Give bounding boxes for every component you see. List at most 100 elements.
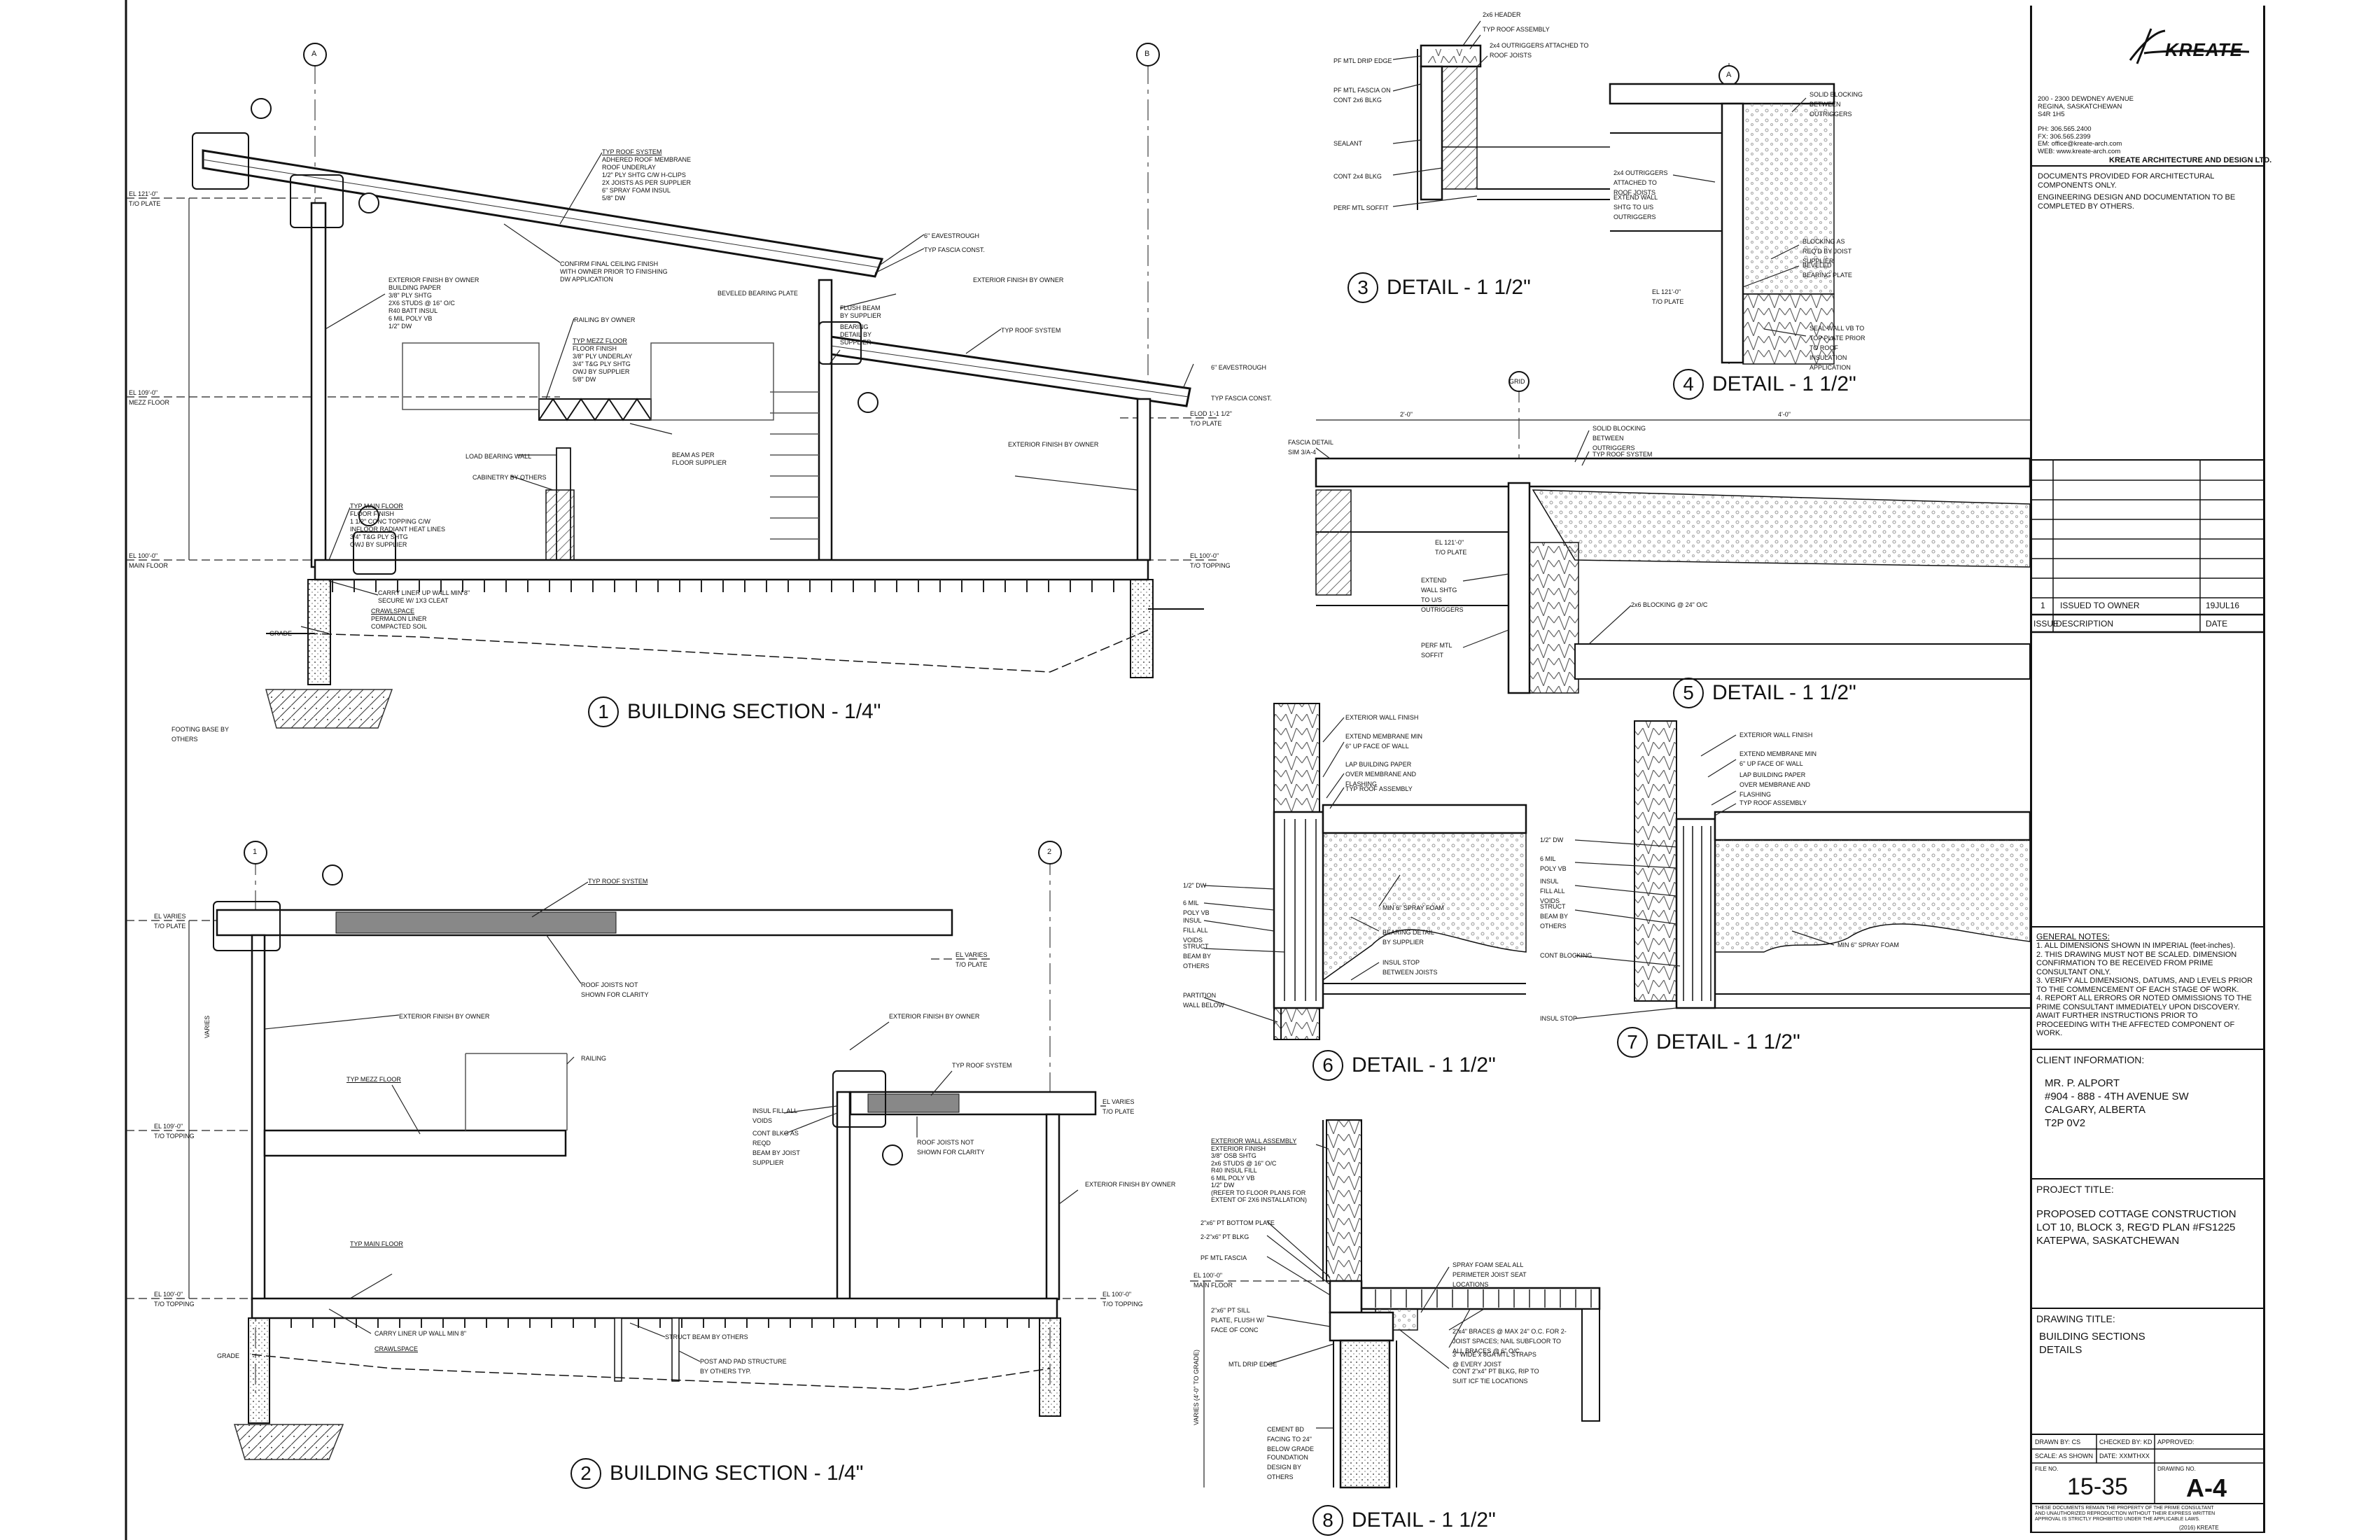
- s2-beam-joist-note: BEAM BY JOIST SUPPLIER: [752, 1149, 800, 1166]
- building-section-2: [126, 841, 1106, 1460]
- s2-struct-beam-note: STRUCT BEAM BY OTHERS: [665, 1334, 748, 1340]
- d3-soffit-note: PERF MTL SOFFIT: [1334, 204, 1389, 211]
- s2-mezz-floor-note: TYP MEZZ FLOOR: [346, 1076, 401, 1083]
- drawing-number-label: DRAWING NO.: [2157, 1466, 2196, 1472]
- grid-label-a-detail: A: [1726, 71, 1732, 79]
- s1-railing-note: RAILING BY OWNER: [574, 316, 636, 323]
- view-title-text-7: DETAIL - 1 1/2": [1656, 1030, 1800, 1054]
- note-engineering: ENGINEERING DESIGN AND DOCUMENTATION TO …: [2038, 193, 2236, 211]
- s1-flush-beam-note: FLUSH BEAM BY SUPPLIER: [840, 304, 881, 319]
- d5-fascia-detail-note: FASCIA DETAIL SIM 3/A-4: [1288, 439, 1334, 456]
- d5-blocking-note: 2x6 BLOCKING @ 24" O/C: [1631, 601, 1708, 608]
- drawing-title-line-1: DETAILS: [2039, 1344, 2082, 1356]
- file-number-label: FILE NO.: [2035, 1466, 2059, 1472]
- firm-name: KREATE ARCHITECTURE AND DESIGN LTD.: [2109, 156, 2272, 164]
- project-line-1: LOT 10, BLOCK 3, REG'D PLAN #FS1225: [2036, 1222, 2236, 1233]
- s1-ext-note-line-1: 3/8" PLY SHTG: [388, 292, 432, 299]
- s2-el-main-right: EL 100'-0"T/O TOPPING: [1102, 1291, 1143, 1308]
- grid-label-1: 1: [253, 848, 258, 856]
- s2-main-floor-note: TYP MAIN FLOOR: [350, 1240, 403, 1247]
- general-note-line-3: CONSULTANT ONLY.: [2036, 967, 2111, 976]
- kreate-logo: KREATE: [2123, 25, 2256, 67]
- d8-wall-note-line-4: 6 MIL POLY VB: [1211, 1174, 1255, 1182]
- copyright-line-2: APPROVAL IS STRICTLY PROHIBITED UNDER TH…: [2035, 1517, 2200, 1522]
- logo-text: KREATE: [2165, 39, 2243, 60]
- s2-insul-fill-note: INSUL FILL ALL VOIDS: [752, 1107, 798, 1124]
- address-line-2: S4R 1H5: [2038, 111, 2065, 118]
- d3-drip-note: PF MTL DRIP EDGE: [1334, 57, 1392, 64]
- d8-braces-note: 2"x4" BRACES @ MAX 24" O.C. FOR 2-JOIST …: [1452, 1328, 1567, 1354]
- d7-cont-blocking-note: CONT BLOCKING: [1540, 952, 1592, 959]
- d8-el-main: EL 100'-0"MAIN FLOOR: [1194, 1272, 1233, 1289]
- view-number-5: 5: [1673, 678, 1704, 708]
- address-line-1: REGINA, SASKATCHEWAN: [2038, 103, 2122, 111]
- d6-poly-note: 6 MIL POLY VB: [1183, 899, 1210, 916]
- s1-main-note-line-0: FLOOR FINISH: [350, 510, 395, 517]
- general-notes-title: GENERAL NOTES:: [2036, 932, 2110, 941]
- view-number-7: 7: [1617, 1027, 1648, 1058]
- s2-el-main: EL 100'-0"T/O TOPPING: [154, 1291, 195, 1308]
- d6-bearing-note: BEARING DETAIL BY SUPPLIER: [1382, 929, 1434, 946]
- grid-label-2: 2: [1047, 848, 1052, 856]
- detail-3: [1392, 20, 1610, 210]
- d8-cont-blkg-note: CONT 2"x4" PT BLKG, RIP TO SUIT ICF TIE …: [1452, 1368, 1539, 1385]
- s1-roof-note-line-1: ROOF UNDERLAY: [602, 164, 656, 171]
- s2-roof-system-note-right: TYP ROOF SYSTEM: [952, 1062, 1012, 1069]
- s1-main-note-line-4: OWJ BY SUPPLIER: [350, 541, 407, 548]
- view-title-7: 7 DETAIL - 1 1/2": [1617, 1027, 1800, 1058]
- d6-dw-note: 1/2" DW: [1183, 882, 1207, 889]
- grid-label-b: B: [1144, 50, 1150, 58]
- s1-mezz-note-line-0: FLOOR FINISH: [573, 345, 617, 352]
- s1-typ-roof-note: TYP ROOF SYSTEM: [1001, 327, 1061, 334]
- d3-fascia-note: PF MTL FASCIA ON CONT 2x6 BLKG: [1334, 87, 1391, 104]
- s1-bearing-detail-note: BEARING DETAIL BY SUPPLIER: [840, 323, 872, 346]
- d3-flashing-note: CONT 2x4 BLKG: [1334, 173, 1382, 180]
- signoff-grid: [2032, 1435, 2263, 1504]
- d6-lap-paper-note: LAP BUILDING PAPER OVER MEMBRANE AND FLA…: [1345, 761, 1417, 788]
- d6-partition-note: PARTITION WALL BELOW: [1183, 992, 1224, 1009]
- detail-8: [1190, 1119, 1601, 1489]
- d3-roof-assembly-note: TYP ROOF ASSEMBLY: [1483, 26, 1550, 33]
- issue-date: 19JUL16: [2206, 601, 2240, 610]
- d8-mtl-fascia-note: PF MTL FASCIA: [1200, 1254, 1247, 1261]
- s1-footing-note: FOOTING BASE BY OTHERS: [172, 726, 229, 743]
- general-note-line-7: PRIME CONSULTANT IMMEDIATELY UPON DISCOV…: [2036, 1002, 2240, 1011]
- s1-exterior-finish-note-lower: EXTERIOR FINISH BY OWNER: [1008, 441, 1099, 448]
- firm-fax: FX: 306.565.2399: [2038, 132, 2091, 141]
- view-number-4: 4: [1673, 369, 1704, 400]
- general-note-line-5: TO THE COMMENCEMENT OF EACH STAGE OF WOR…: [2036, 985, 2239, 994]
- client-title: CLIENT INFORMATION:: [2036, 1054, 2145, 1065]
- d6-insul-stop-note: INSUL STOP BETWEEN JOISTS: [1382, 959, 1438, 976]
- general-note-line-9: PROCEEDING WITH THE AFFECTED COMPONENT O…: [2036, 1020, 2235, 1029]
- s2-grade-note: GRADE: [217, 1352, 240, 1359]
- d5-el-note: EL 121'-0"T/O PLATE: [1435, 539, 1467, 556]
- s1-el-main: EL 100'-0"MAIN FLOOR: [129, 552, 169, 569]
- s1-roof-note-line-2: 1/2" PLY SHTG C/W H-CLIPS: [602, 172, 686, 178]
- client-line-2: CALGARY, ALBERTA: [2045, 1104, 2146, 1116]
- project-title: PROJECT TITLE: PROPOSED COTTAGE CONSTRUC…: [2032, 1178, 2263, 1308]
- drawing-number: A-4: [2186, 1474, 2227, 1502]
- d8-foundation-note: FOUNDATION DESIGN BY OTHERS: [1267, 1454, 1308, 1480]
- s1-mezz-note-line-4: 5/8" DW: [573, 376, 596, 383]
- s2-exterior-finish-note-right: EXTERIOR FINISH BY OWNER: [889, 1013, 980, 1020]
- d3-outriggers-note: 2x4 OUTRIGGERS ATTACHED TO ROOF JOISTS: [1490, 42, 1589, 59]
- issue-table: 1 ISSUED TO OWNER 19JUL16 ISSUE DESCRIPT…: [2032, 459, 2263, 645]
- d8-drip-edge-note: MTL DRIP EDGE: [1228, 1361, 1278, 1368]
- s1-carry-liner-note: CARRY LINER UP WALL MIN 8"SECURE W/ 1X3 …: [378, 589, 470, 604]
- d4-outriggers-note: 2x4 OUTRIGGERS ATTACHED TO ROOF JOISTS: [1614, 169, 1668, 196]
- d5-roof-system-note: TYP ROOF SYSTEM: [1592, 451, 1653, 458]
- d8-pt-blkg-note: 2-2"x6" PT BLKG: [1200, 1233, 1250, 1240]
